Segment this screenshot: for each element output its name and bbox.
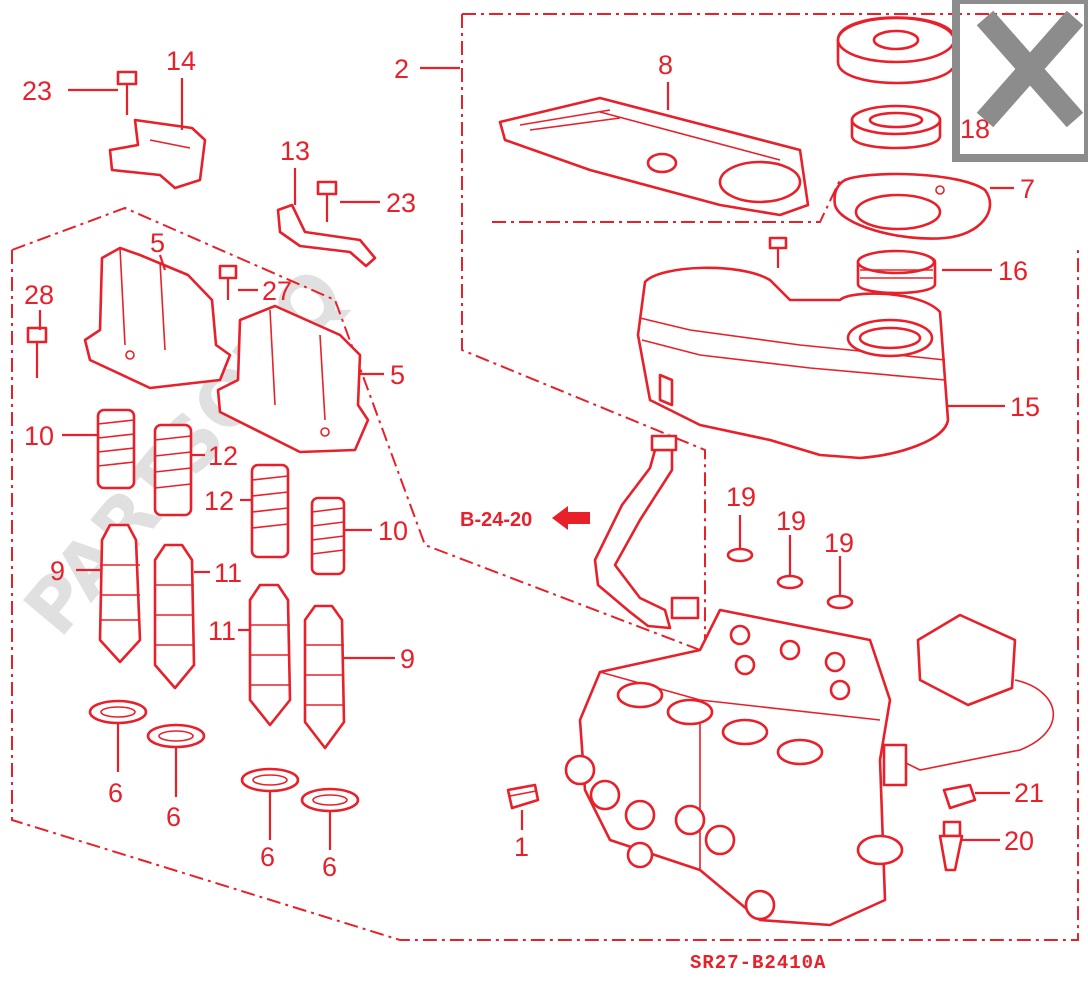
diagram-code: SR27-B2410A [690,952,826,974]
part-9-valve-right [303,604,346,750]
part-7-plate [833,172,992,240]
callout-11-right: 11 [208,616,236,646]
part-5-housing-lower [216,304,370,454]
group-outline-right [461,13,1078,650]
callout-9-left: 9 [50,556,65,586]
leader-lines [38,66,1014,850]
callout-5-upper: 5 [150,228,165,258]
callout-21: 21 [1014,778,1044,808]
callout-11-left: 11 [214,558,242,588]
part-12-spring-left [153,423,193,517]
callout-6-d: 6 [322,852,337,882]
part-10-spring-left [96,408,136,490]
close-x-icon[interactable] [952,0,1088,162]
part-13-bracket [276,203,377,268]
part-11-valve-left [153,543,196,690]
callout-labels: 2 8 14 23 13 23 5 27 28 5 10 12 12 10 9 … [22,46,1044,882]
callout-10-right: 10 [378,516,408,546]
callout-6-b: 6 [166,802,181,832]
part-18-seal [850,104,942,150]
callout-6-a: 6 [108,778,123,808]
callout-8: 8 [658,50,673,80]
callout-19-a: 19 [726,482,756,512]
part-21-fitting [942,783,977,810]
part-8-gasket [498,96,810,217]
callout-9-right: 9 [400,644,415,674]
callout-28: 28 [24,280,54,310]
callout-12-left: 12 [208,441,238,471]
group-outline-left [11,206,1079,941]
callout-20: 20 [1004,826,1034,856]
part-modulator-unit [564,608,904,927]
callout-19-c: 19 [824,528,854,558]
callout-13: 13 [280,136,310,166]
callout-10-left: 10 [24,421,54,451]
callout-1: 1 [514,832,529,862]
callout-16: 16 [998,256,1028,286]
part-5-housing-upper [83,246,232,390]
part-hose [593,434,700,630]
ref-label: B-24-20 [460,509,532,531]
part-9-valve-left [98,523,142,664]
callout-15: 15 [1010,392,1040,422]
part-20-bolt [938,820,964,872]
callout-5-lower: 5 [390,360,405,390]
part-28-bolt [26,326,48,378]
part-10-spring-right [310,496,346,576]
callout-7: 7 [1020,174,1035,204]
part-27-bolt [218,264,238,300]
part-11-valve-right [248,583,292,727]
part-connector [882,613,1054,787]
callout-27: 27 [262,276,292,306]
part-1-plug [506,783,540,810]
callout-23-left: 23 [22,76,52,106]
part-6-orings [88,699,360,813]
callout-19-b: 19 [776,506,806,536]
callout-6-c: 6 [260,842,275,872]
part-small-bolt [768,236,788,268]
part-reservoir-cap [836,16,957,85]
part-16-strainer [856,249,937,295]
part-12-spring-right [250,463,290,559]
part-23-bolt-right [316,180,338,222]
callout-14: 14 [166,46,196,76]
part-15-reservoir [636,266,950,460]
callout-23-right: 23 [386,188,416,218]
callout-12-right: 12 [204,486,234,516]
callout-2: 2 [394,54,409,84]
part-14-bracket [108,70,207,190]
ref-arrow [552,506,590,530]
